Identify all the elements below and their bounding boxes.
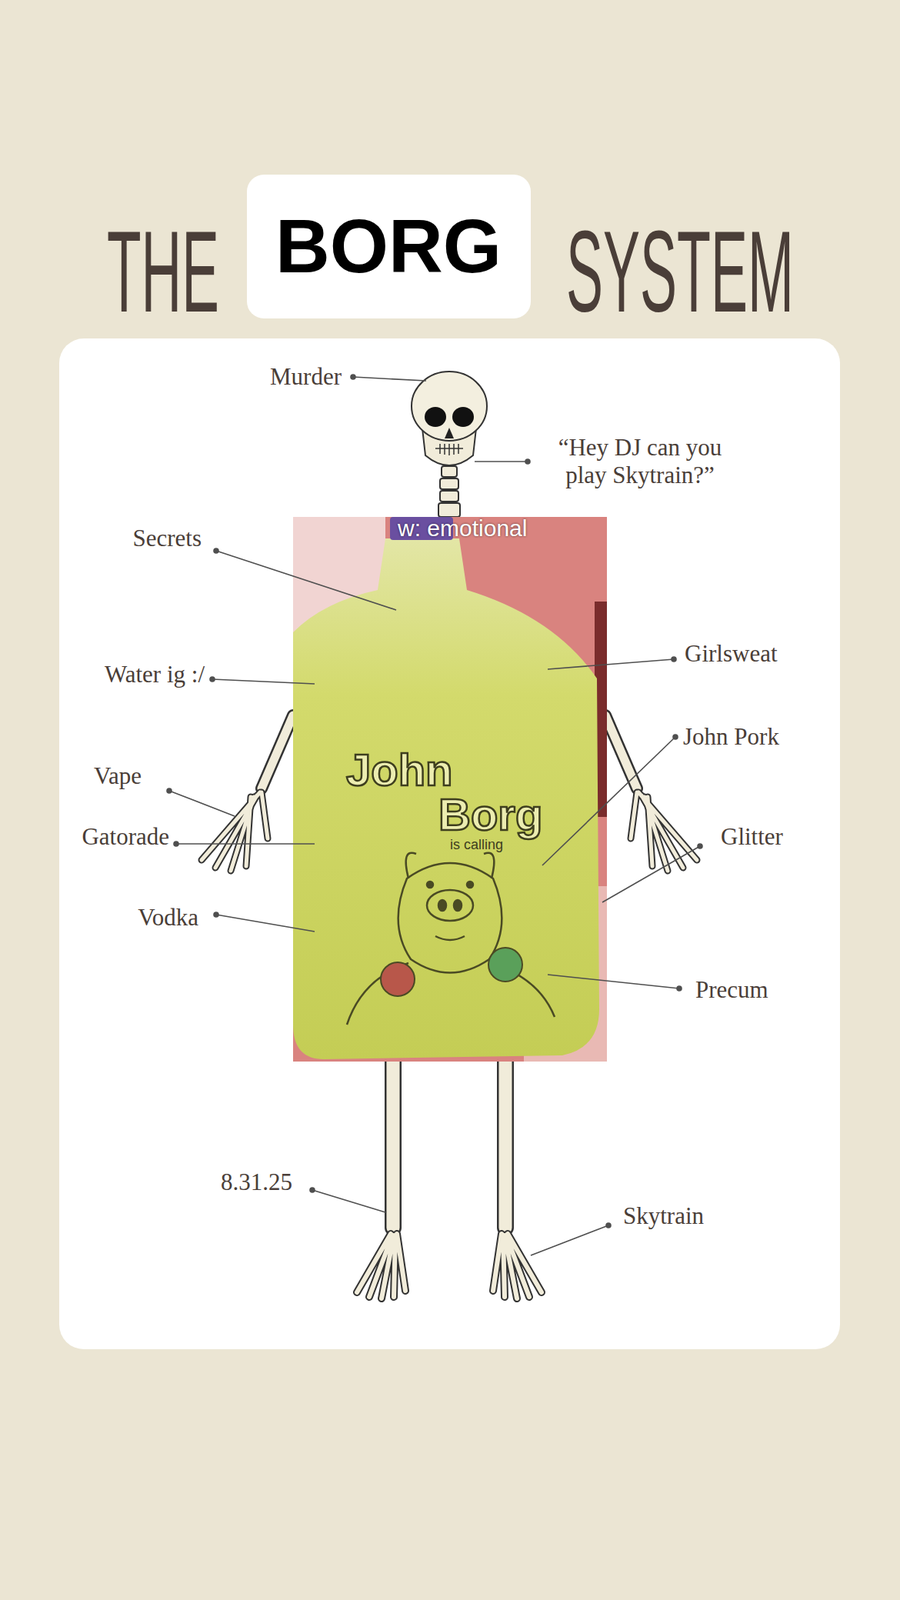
vertebra [438, 503, 460, 517]
title-word: THE [106, 213, 220, 330]
leader-dot [676, 986, 682, 991]
left-arm-outline [261, 715, 294, 789]
teeth [435, 443, 464, 456]
leader-line [169, 790, 235, 817]
leader-dot [671, 656, 677, 662]
callout-label: Glitter [720, 823, 784, 851]
callout-label: Secrets [132, 524, 202, 553]
left-hand [201, 792, 268, 871]
right-foot [493, 1233, 542, 1299]
callout-label: 8.31.25 [220, 1168, 293, 1197]
accept-button [488, 947, 523, 982]
left-leg [386, 1060, 400, 1228]
eye-socket [424, 406, 447, 427]
callout-label: Vodka [137, 903, 199, 932]
leader-line [216, 914, 315, 932]
pig-snout [426, 890, 474, 921]
leader-dot [173, 841, 179, 847]
left-leg-outline [384, 1060, 402, 1228]
leader-line [602, 846, 700, 903]
pig-drawing [346, 853, 555, 1025]
callout-label: Water ig :/ [104, 660, 205, 689]
leader-dot [210, 676, 215, 682]
nostril [438, 900, 447, 911]
jug-small-text: is calling [450, 836, 504, 854]
jug-brand-text: John Borg [346, 747, 547, 837]
leader-line [212, 679, 315, 684]
pig-eye [466, 881, 474, 888]
right-arm [605, 715, 637, 789]
right-arm-outline [605, 715, 637, 789]
photo-background [293, 516, 607, 1062]
leader-line [474, 460, 528, 463]
nose-hole [444, 427, 454, 439]
leader-line [353, 376, 427, 381]
right-hand-outline [630, 792, 697, 871]
photo-caption: w: emotional [397, 515, 527, 543]
callout-label: Vape [93, 762, 142, 790]
callout-label: Gatorade [81, 823, 170, 851]
leader-line [547, 974, 680, 989]
callout-label: “Hey DJ can you play Skytrain?” [547, 433, 733, 489]
decline-button [380, 962, 415, 997]
right-leg-outline [496, 1060, 514, 1228]
leader-dot [606, 1223, 611, 1228]
pig-shoulders [346, 963, 555, 1025]
title-word: BORG [275, 208, 502, 284]
pig-ears [406, 853, 495, 879]
leader-dot [166, 788, 172, 794]
legs [356, 1060, 542, 1299]
callout-label: Skytrain [623, 1202, 704, 1230]
vertebra [441, 466, 457, 477]
left-foot-outline [356, 1233, 406, 1299]
title-highlight-box: BORG [246, 174, 531, 319]
callout-label: Murder [270, 363, 342, 391]
skull [411, 371, 487, 466]
jug [293, 538, 600, 1060]
leader-dot [213, 548, 219, 554]
leader-dot [213, 912, 219, 917]
leader-dot [310, 1187, 315, 1193]
callout-label: Girlsweat [684, 640, 778, 668]
pig-eye [426, 881, 434, 888]
leader-line [542, 736, 676, 866]
leader-line [312, 1190, 386, 1213]
right-foot-outline [493, 1233, 542, 1299]
leader-line [176, 843, 315, 845]
right-hand [630, 792, 697, 871]
left-foot [356, 1233, 406, 1299]
callout-label: Precum [695, 976, 769, 1004]
pig-head [398, 863, 503, 974]
leader-line [547, 659, 674, 670]
pig-mouth [435, 936, 465, 940]
left-hand-outline [201, 792, 268, 871]
leader-dot [350, 374, 356, 380]
callout-label: John Pork [683, 723, 780, 751]
right-leg [499, 1060, 513, 1228]
leader-dot [697, 843, 703, 849]
left-arm [261, 715, 294, 789]
cranium [411, 371, 487, 441]
leader-line [216, 550, 397, 610]
eye-socket [452, 406, 474, 427]
neck-vertebrae [438, 466, 460, 517]
vertebra [440, 490, 459, 502]
leader-dot [525, 459, 530, 464]
leader-line [530, 1225, 609, 1256]
nostril [453, 900, 462, 911]
vertebra [440, 478, 459, 490]
leader-dot [673, 734, 678, 740]
jug-photo [293, 516, 607, 1062]
title-word: SYSTEM [566, 213, 794, 330]
